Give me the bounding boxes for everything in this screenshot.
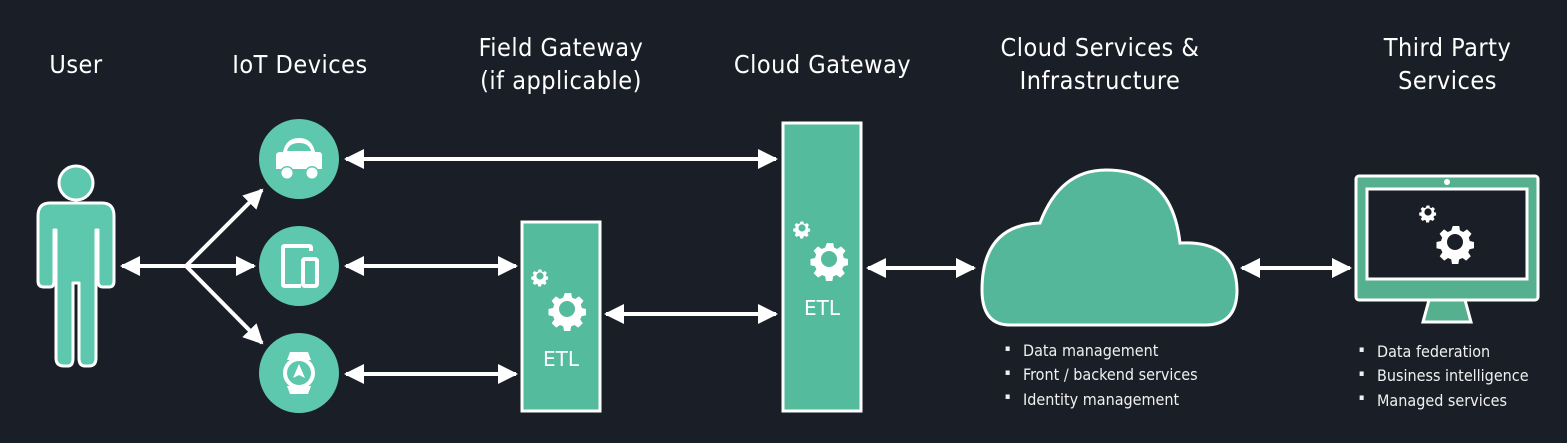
- device-tablet: [259, 226, 339, 306]
- gears-icon: [793, 221, 848, 281]
- device-car: [259, 119, 339, 199]
- third-party-list: Data federation Business intelligence Ma…: [1359, 340, 1529, 413]
- device-gateway-arrows: [344, 149, 1352, 384]
- cloud-icon: [980, 168, 1239, 327]
- monitor-icon: [1354, 174, 1540, 324]
- list-item: Data federation: [1359, 340, 1529, 364]
- header-cloud-services: Cloud Services & Infrastructure: [1000, 33, 1200, 95]
- header-cloud-gateway: Cloud Gateway: [733, 50, 912, 79]
- user-device-arrows: [120, 188, 264, 345]
- list-item: Data management: [1005, 339, 1198, 363]
- gears-icon: [531, 269, 586, 331]
- cloud-services-list: Data management Front / backend services…: [1005, 339, 1198, 412]
- gears-icon: [1419, 205, 1474, 264]
- tablet-phone-icon: [281, 244, 319, 288]
- user-icon: [36, 164, 116, 368]
- field-gateway-box: ETL: [520, 220, 602, 413]
- list-item: Front / backend services: [1005, 363, 1198, 387]
- cloud-gateway-box: ETL: [781, 121, 863, 413]
- cloud-gateway-etl-label: ETL: [804, 296, 841, 320]
- field-gateway-etl-label: ETL: [543, 347, 580, 371]
- header-user: User: [49, 50, 103, 79]
- smartwatch-icon: [283, 352, 315, 394]
- header-third-party: Third Party Services: [1383, 33, 1512, 95]
- header-iot-devices: IoT Devices: [232, 50, 368, 79]
- list-item: Identity management: [1005, 388, 1198, 412]
- list-item: Managed services: [1359, 389, 1529, 413]
- list-item: Business intelligence: [1359, 364, 1529, 388]
- car-icon: [276, 138, 322, 180]
- device-watch: [259, 333, 339, 413]
- header-field-gateway: Field Gateway (if applicable): [478, 33, 644, 95]
